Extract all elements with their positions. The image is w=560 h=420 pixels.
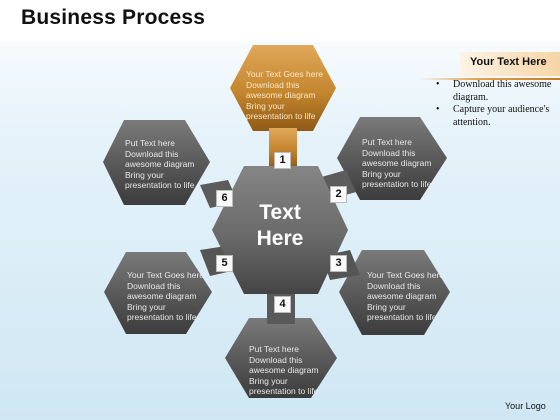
page-title: Business Process	[21, 6, 206, 29]
badge-4: 4	[274, 296, 291, 313]
panel-title: Your Text Here	[470, 56, 547, 68]
badge-1: 1	[274, 152, 291, 169]
center-label: Text Here	[256, 201, 304, 250]
badge-6: 6	[216, 190, 233, 207]
badge-3: 3	[330, 255, 347, 272]
bullet-item: Capture your audience's attention.	[434, 104, 556, 129]
node-2-shape	[337, 117, 447, 200]
bullet-item: Download this awesome diagram.	[434, 79, 556, 104]
badge-2: 2	[330, 186, 347, 203]
node-4-shape	[225, 318, 337, 398]
panel-bullets: Download this awesome diagram. Capture y…	[434, 79, 556, 129]
center-hexagon	[212, 166, 348, 294]
node-1-shape	[230, 45, 336, 131]
title-bar	[0, 0, 560, 42]
logo-text: Your Logo	[505, 401, 546, 411]
node-3-shape	[339, 250, 450, 335]
panel-header	[460, 52, 560, 76]
badge-5: 5	[216, 255, 233, 272]
node-5-shape	[104, 252, 212, 334]
node-6-shape	[103, 120, 210, 205]
